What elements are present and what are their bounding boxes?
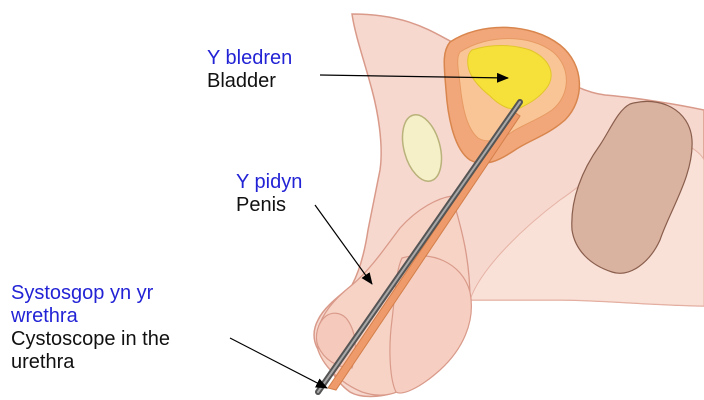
cystoscope-pointer-line xyxy=(230,338,327,388)
cystoscope-label-welsh-line2: wrethra xyxy=(11,305,170,328)
bladder-label-welsh: Y bledren xyxy=(207,47,292,70)
penis-label: Y pidyn Penis xyxy=(236,171,302,217)
penis-label-english: Penis xyxy=(236,194,302,217)
bladder-label-english: Bladder xyxy=(207,70,292,93)
cystoscope-label-english-line2: urethra xyxy=(11,351,170,374)
cystoscope-label: Systosgop yn yr wrethra Cystoscope in th… xyxy=(11,282,170,374)
cystoscope-label-english-line1: Cystoscope in the xyxy=(11,328,170,351)
penis-label-welsh: Y pidyn xyxy=(236,171,302,194)
bladder-label: Y bledren Bladder xyxy=(207,47,292,93)
cystoscope-label-welsh-line1: Systosgop yn yr xyxy=(11,282,170,305)
penis-pointer-line xyxy=(315,205,372,284)
